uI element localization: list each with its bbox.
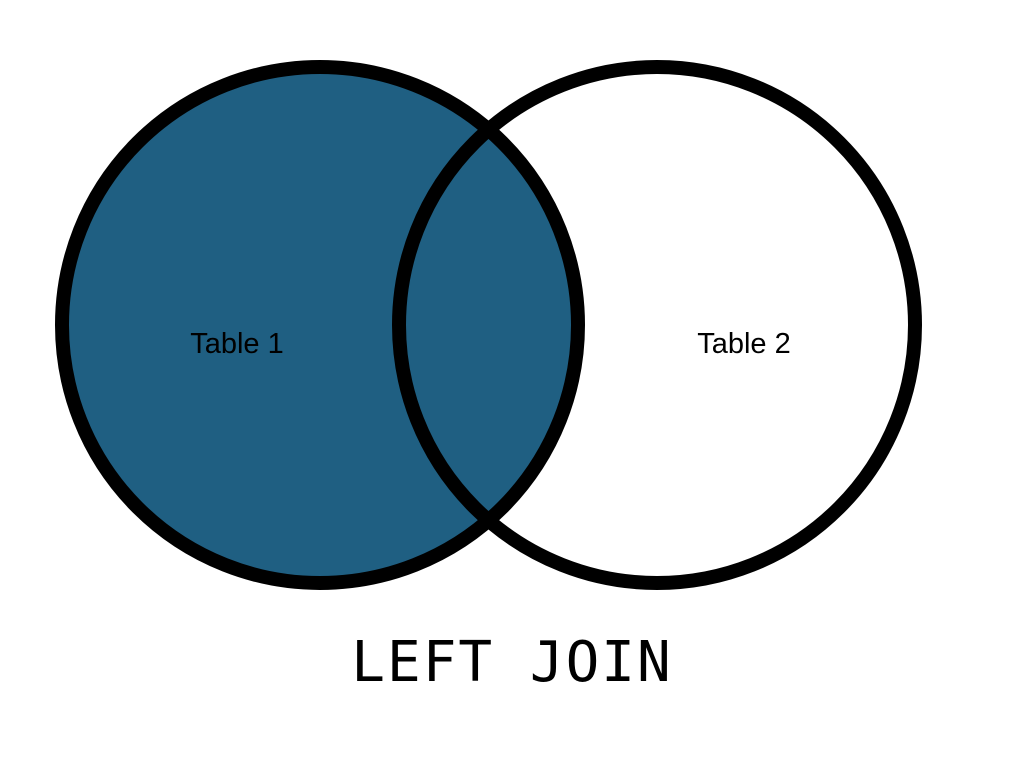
left-circle-outline: [55, 60, 585, 590]
join-caption: LEFT JOIN: [351, 630, 672, 695]
left-circle-fill: [62, 67, 578, 583]
left-set-label: Table 1: [190, 328, 284, 360]
right-circle-outline: [392, 60, 922, 590]
right-set-label: Table 2: [697, 328, 791, 360]
